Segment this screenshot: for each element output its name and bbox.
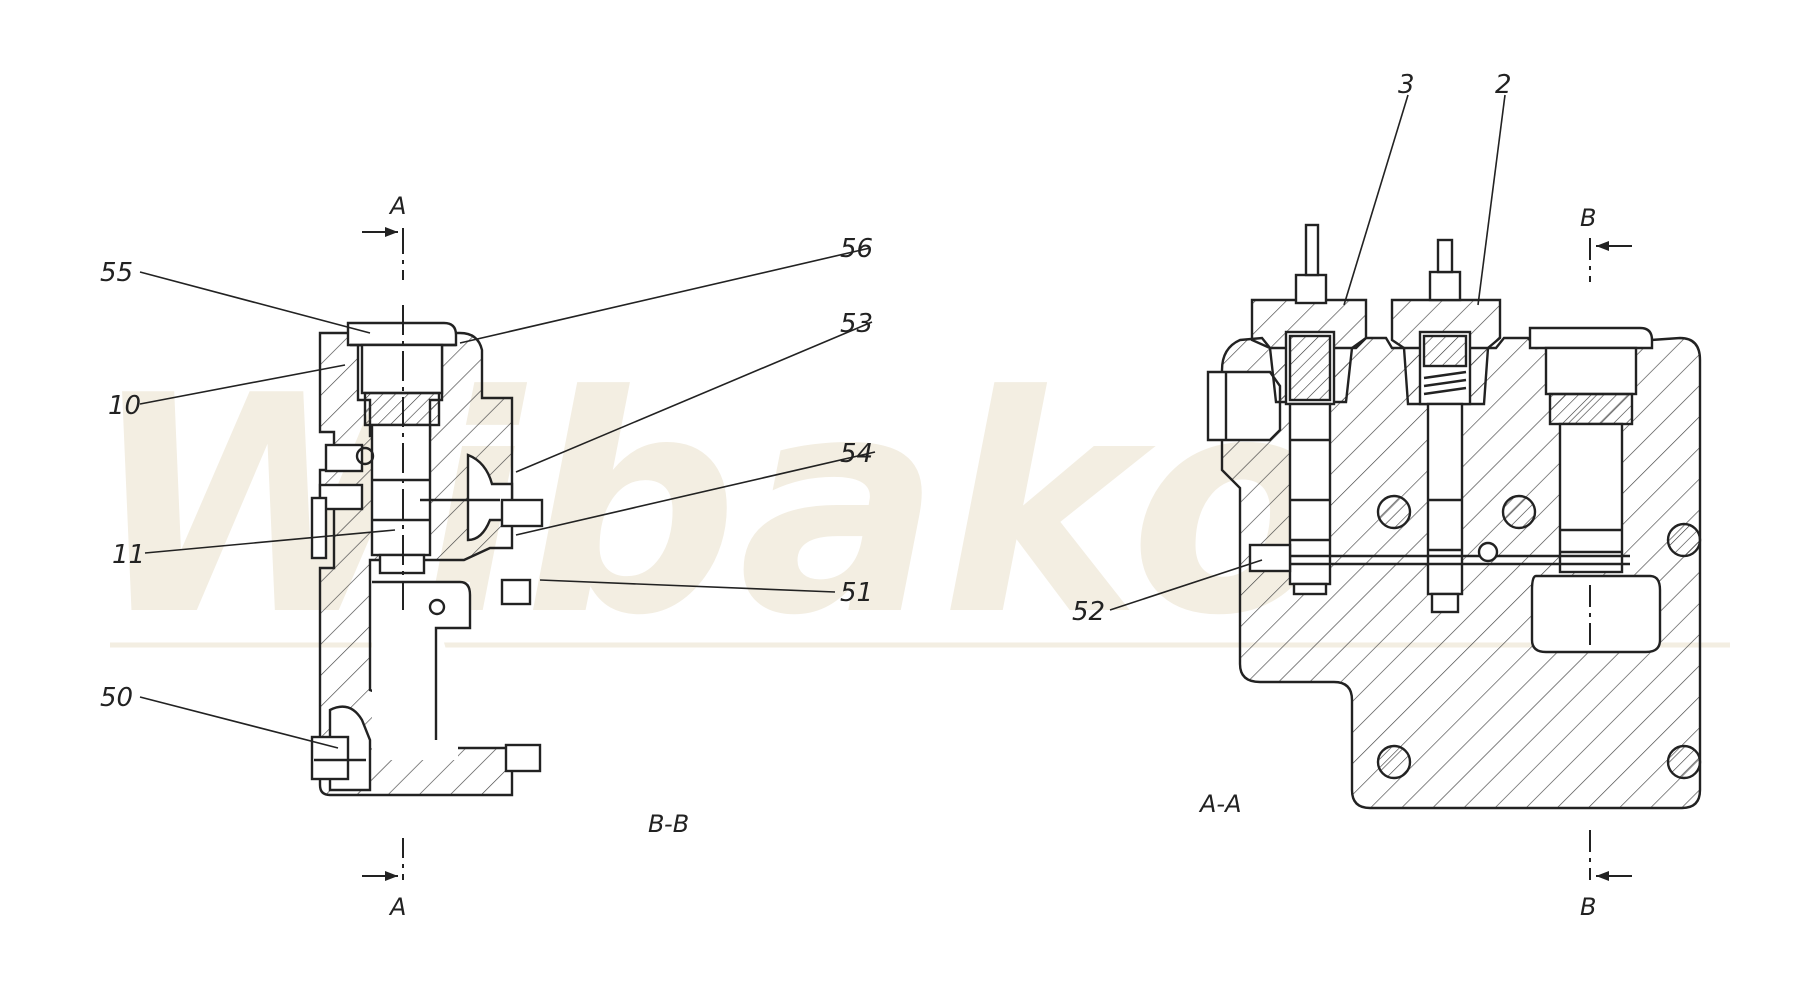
left-cavity	[372, 582, 470, 760]
section-label-right: A-A	[1198, 790, 1242, 818]
part-label-56: 56	[840, 234, 873, 264]
part-label-3: 3	[1398, 70, 1415, 100]
cut-marker-right-bottom: B	[1580, 893, 1596, 921]
left-centerline	[362, 227, 404, 881]
part-label-53: 53	[840, 309, 873, 339]
cut-marker-left-top: A	[388, 192, 406, 220]
part-label-55: 55	[100, 258, 133, 288]
part-label-51: 51	[840, 578, 873, 608]
part-label-54: 54	[840, 439, 873, 469]
part-label-50: 50	[100, 683, 133, 713]
part-label-52: 52	[1072, 597, 1105, 627]
part-label-10: 10	[108, 391, 141, 421]
right-section-view	[1206, 223, 1702, 810]
left-leaders	[139, 247, 876, 749]
right-lower-cavity	[1530, 574, 1662, 654]
part-label-2: 2	[1495, 70, 1512, 100]
right-cap	[1528, 326, 1654, 350]
cut-marker-right-top: B	[1580, 204, 1596, 232]
part-label-11: 11	[112, 540, 145, 570]
watermark-text: Wibako	[90, 332, 1336, 681]
left-cavity-outline	[372, 580, 472, 740]
right-left-boss	[1206, 370, 1282, 442]
right-leaders	[1109, 94, 1506, 611]
right-centerline	[1589, 238, 1632, 881]
cut-marker-left-bottom: A	[388, 893, 406, 921]
section-label-left: B-B	[648, 810, 689, 838]
